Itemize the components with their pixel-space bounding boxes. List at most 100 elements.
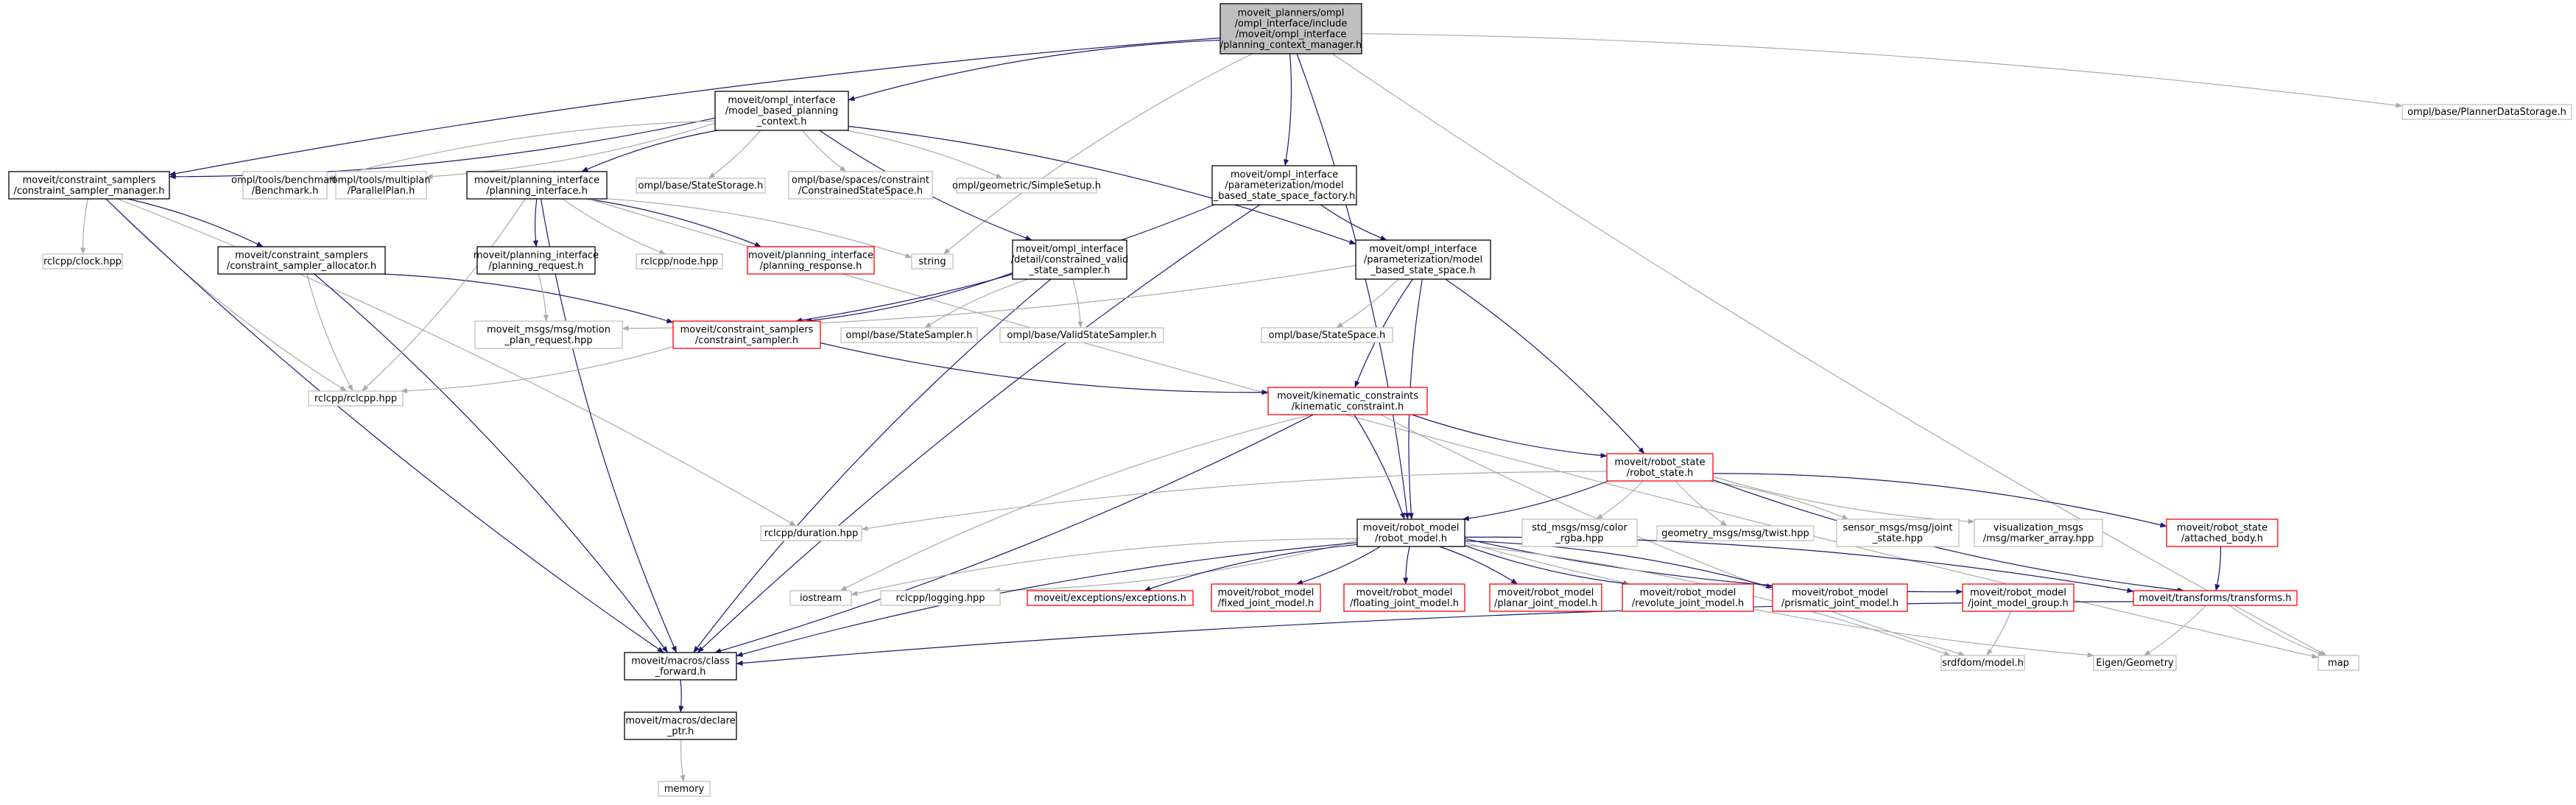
node-label-jstate-line-0: sensor_msgs/msg/joint: [1843, 522, 1952, 533]
node-mpr[interactable]: moveit_msgs/msg/motion_plan_request.hpp: [474, 320, 623, 349]
node-label-csa-line-0: moveit/constraint_samplers: [235, 250, 368, 261]
node-box-preq: [476, 246, 596, 275]
node-presp[interactable]: moveit/planning_interface/planning_respo…: [747, 246, 875, 275]
node-bss[interactable]: ompl/base/StateSampler.h: [840, 327, 978, 343]
node-cs[interactable]: moveit/constraint_samplers/constraint_sa…: [672, 320, 821, 349]
node-label-ab-line-1: /attached_body.h: [2181, 533, 2263, 544]
node-floating[interactable]: moveit/robot_model/floating_joint_model.…: [1343, 583, 1465, 612]
node-label-mbpc-line-2: _context.h: [756, 116, 807, 127]
node-csa[interactable]: moveit/constraint_samplers/constraint_sa…: [217, 246, 386, 275]
node-dur[interactable]: rclcpp/duration.hpp: [760, 525, 862, 541]
node-label-csa-line-1: /constraint_sampler_allocator.h: [227, 261, 376, 272]
node-simple[interactable]: ompl/geometric/SimpleSetup.h: [952, 177, 1101, 194]
node-jmg[interactable]: moveit/robot_model/joint_model_group.h: [1962, 583, 2074, 612]
node-kc[interactable]: moveit/kinematic_constraints/kinematic_c…: [1267, 387, 1428, 415]
node-iostream[interactable]: iostream: [789, 590, 852, 606]
edge-cf-to-dp: [678, 679, 684, 713]
node-vss[interactable]: ompl/base/ValidStateSampler.h: [999, 327, 1164, 343]
node-box-rm: [1356, 518, 1465, 547]
node-box-csm: [8, 171, 170, 200]
node-cvss[interactable]: moveit/ompl_interface/detail/constrained…: [1011, 239, 1129, 280]
node-box-simple: [956, 177, 1097, 194]
node-pmbss[interactable]: moveit/ompl_interface/parameterization/m…: [1355, 239, 1491, 280]
node-bench[interactable]: ompl/tools/benchmark/Benchmark.h: [231, 171, 339, 200]
node-label-mbpc-line-0: moveit/ompl_interface: [728, 95, 835, 106]
node-srdf[interactable]: srdfdom/model.h: [1940, 655, 2025, 671]
node-pmbssf[interactable]: moveit/ompl_interface/parameterization/m…: [1211, 165, 1357, 205]
node-prismatic[interactable]: moveit/robot_model/prismatic_joint_model…: [1772, 583, 1908, 612]
node-label-preq-line-1: /planning_request.h: [488, 261, 583, 272]
node-exc[interactable]: moveit/exceptions/exceptions.h: [1027, 590, 1194, 606]
node-rm[interactable]: moveit/robot_model/robot_model.h: [1356, 518, 1465, 547]
node-cf[interactable]: moveit/macros/class_forward.h: [624, 652, 737, 681]
node-box-pmbss: [1355, 239, 1491, 280]
node-preq[interactable]: moveit/planning_interface/planning_reque…: [474, 246, 599, 275]
node-pds[interactable]: ompl/base/PlannerDataStorage.h: [2401, 104, 2572, 120]
edge-pmbssf-to-cf: [697, 204, 1261, 653]
node-label-css-line-1: /ConstrainedStateSpace.h: [798, 186, 923, 197]
node-ab[interactable]: moveit/robot_state/attached_body.h: [2166, 518, 2278, 547]
edge-rs-to-twist: [1675, 480, 1728, 527]
node-pplan[interactable]: ompl/tools/multiplan/ParallelPlan.h: [332, 171, 431, 200]
edge-csm-to-cf: [105, 198, 664, 653]
node-twist[interactable]: geometry_msgs/msg/twist.hpp: [1656, 525, 1815, 541]
node-label-cvss-line-1: /detail/constrained_valid: [1011, 255, 1129, 266]
node-box-iostream: [789, 590, 852, 606]
edge-csa-to-rclcpp: [306, 273, 353, 392]
node-box-srdf: [1940, 655, 2025, 671]
node-jstate[interactable]: sensor_msgs/msg/joint_state.hpp: [1836, 518, 1960, 547]
node-label-jstate-line-1: _state.hpp: [1872, 533, 1923, 544]
edge-kc-to-srdf: [1380, 414, 1966, 656]
node-label-floating-line-1: /floating_joint_model.h: [1350, 598, 1459, 609]
node-label-pi-line-0: moveit/planning_interface: [474, 175, 599, 186]
edge-pi-to-preq: [532, 198, 538, 247]
node-label-csm-line-1: /constraint_sampler_manager.h: [13, 186, 164, 197]
node-css[interactable]: ompl/base/spaces/constraint/ConstrainedS…: [788, 171, 933, 200]
node-label-vss-line-0: ompl/base/ValidStateSampler.h: [1007, 330, 1156, 341]
node-label-cf-line-0: moveit/macros/class: [631, 655, 730, 667]
node-rclcpp[interactable]: rclcpp/rclcpp.hpp: [308, 390, 404, 407]
node-color[interactable]: std_msgs/msg/color_rgba.hpp: [1521, 518, 1638, 547]
node-label-cs-line-0: moveit/constraint_samplers: [680, 324, 814, 335]
node-label-cs-line-1: /constraint_sampler.h: [695, 335, 798, 346]
edge-rm-to-floating: [1403, 546, 1410, 585]
edge-pi-to-presp: [586, 198, 761, 247]
node-memory[interactable]: memory: [658, 781, 711, 797]
node-logging[interactable]: rclcpp/logging.hpp: [880, 590, 1001, 606]
node-label-rm-line-1: /robot_model.h: [1375, 533, 1447, 544]
node-label-memory-line-0: memory: [664, 784, 705, 795]
edge-rs-to-tf: [1712, 479, 2184, 593]
node-box-css: [788, 171, 933, 200]
edge-rm-to-revolute: [1464, 545, 1630, 586]
edge-rs-to-jstate: [1709, 480, 1849, 520]
node-label-clock-line-0: rclcpp/clock.hpp: [43, 256, 122, 267]
node-box-rclcpp: [308, 390, 404, 407]
node-node[interactable]: rclcpp/node.hpp: [636, 253, 723, 270]
node-marker[interactable]: visualization_msgs/msg/marker_array.hpp: [1974, 518, 2103, 547]
node-fixed[interactable]: moveit/robot_model/fixed_joint_model.h: [1211, 583, 1321, 612]
node-box-bsp: [1261, 327, 1393, 343]
node-revolute[interactable]: moveit/robot_model/revolute_joint_model.…: [1622, 583, 1754, 612]
node-eigen[interactable]: Eigen/Geometry: [2093, 655, 2177, 671]
edge-csa-to-cf: [314, 273, 669, 653]
node-string[interactable]: string: [911, 253, 954, 270]
edge-kc-to-rs: [1412, 414, 1608, 459]
node-ss[interactable]: ompl/base/StateStorage.h: [636, 177, 766, 194]
node-map[interactable]: map: [2318, 655, 2359, 671]
node-tf[interactable]: moveit/transforms/transforms.h: [2133, 590, 2298, 606]
node-planar[interactable]: moveit/robot_model/planar_joint_model.h: [1489, 583, 1602, 612]
node-box-cs: [672, 320, 821, 349]
node-csm[interactable]: moveit/constraint_samplers/constraint_sa…: [8, 171, 170, 200]
node-mbpc[interactable]: moveit/ompl_interface/model_based_planni…: [714, 91, 849, 131]
node-box-jmg: [1962, 583, 2074, 612]
node-rs[interactable]: moveit/robot_state/robot_state.h: [1606, 453, 1714, 482]
node-label-node-line-0: rclcpp/node.hpp: [641, 256, 718, 267]
node-bsp[interactable]: ompl/base/StateSpace.h: [1261, 327, 1393, 343]
node-clock[interactable]: rclcpp/clock.hpp: [42, 253, 123, 270]
node-pi[interactable]: moveit/planning_interface/planning_inter…: [466, 171, 608, 200]
node-dp[interactable]: moveit/macros/declare_ptr.h: [624, 711, 737, 740]
edge-kc-to-rm: [1354, 414, 1405, 520]
node-box-bench: [242, 171, 328, 200]
node-box-vss: [999, 327, 1164, 343]
